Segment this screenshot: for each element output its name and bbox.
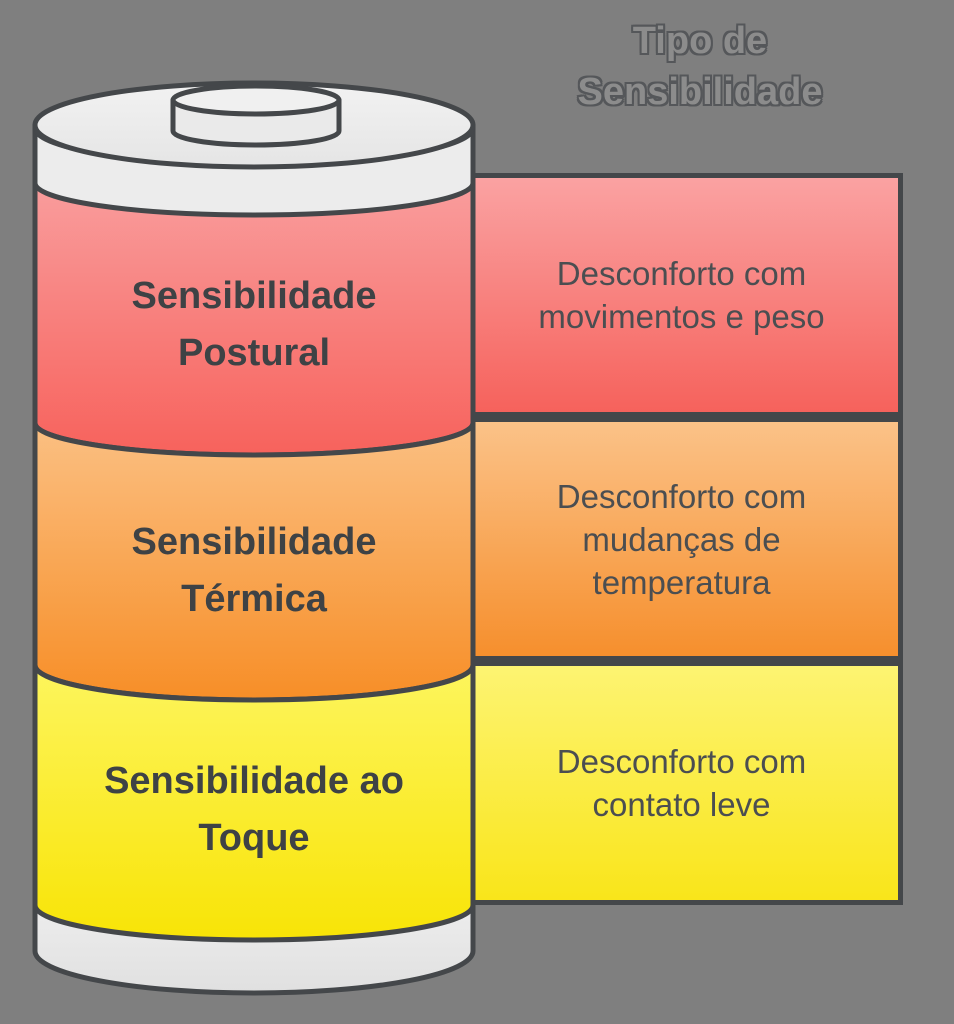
battery-rim-arc (32, 125, 476, 167)
description-box-toque: Desconforto com contato leve (460, 661, 903, 905)
description-box-postural: Desconforto com movimentos e peso (460, 173, 903, 417)
description-text-toque: Desconforto com contato leve (556, 743, 807, 823)
diagram-title: Tipo de Sensibilidade (577, 20, 823, 113)
battery-cap-top (170, 83, 342, 117)
battery-cap-body (170, 97, 342, 148)
segment-label-toque: Sensibilidade ao Toque (104, 760, 404, 859)
description-boxes: Desconforto com movimentos e peso Descon… (460, 173, 903, 905)
battery-top-ellipse (32, 80, 476, 170)
description-text-termica: Desconforto com mudanças de temperatura (556, 477, 807, 601)
description-text-postural: Desconforto com movimentos e peso (538, 255, 825, 335)
description-box-termica: Desconforto com mudanças de temperatura (460, 417, 903, 661)
segment-label-termica: Sensibilidade Térmica (131, 520, 377, 620)
segment-label-postural: Sensibilidade Postural (131, 275, 377, 374)
